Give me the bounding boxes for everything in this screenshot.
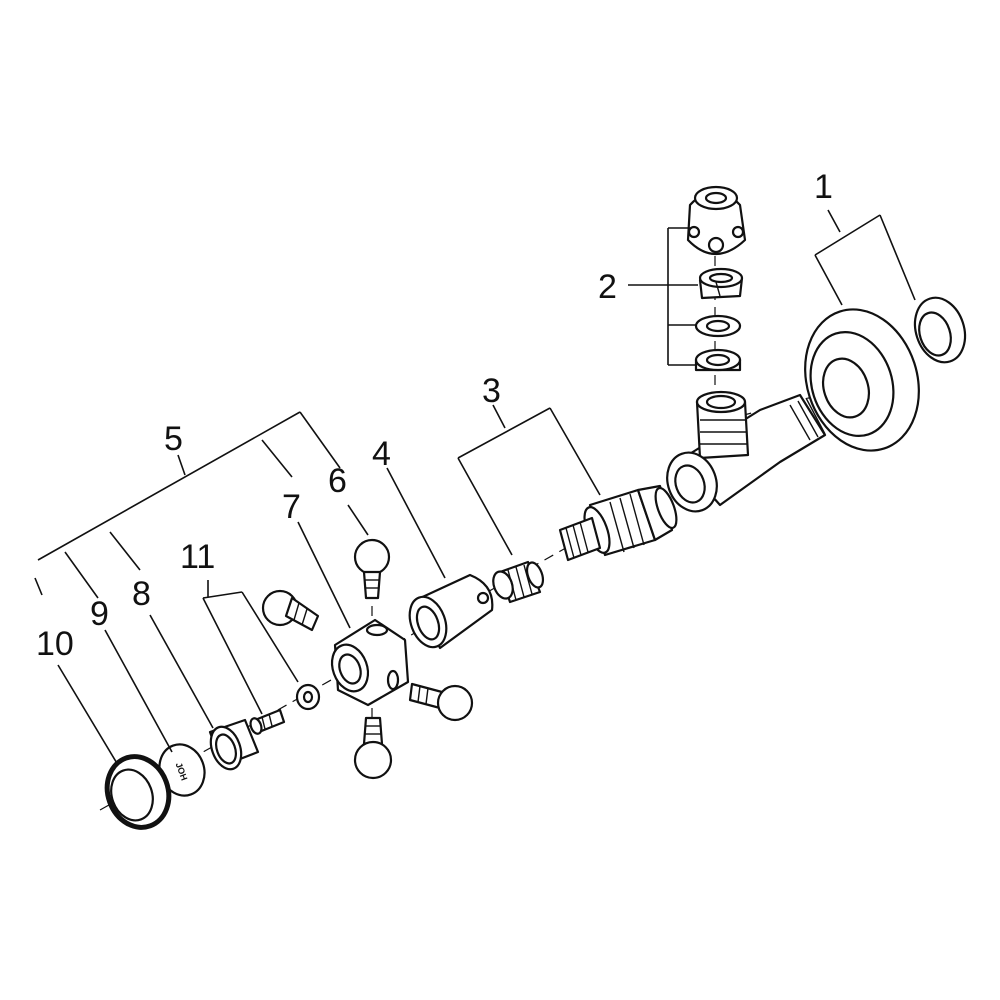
callout-2: 2 <box>598 268 617 306</box>
callout-numbers: 1 2 3 4 5 6 7 8 9 10 11 <box>36 168 833 663</box>
callout-9: 9 <box>90 595 109 633</box>
compression-nut <box>686 185 747 255</box>
callout-5: 5 <box>164 420 183 458</box>
end-ring <box>104 754 172 830</box>
leader-lines <box>34 209 916 766</box>
callout-8: 8 <box>132 575 151 613</box>
screw-washer <box>295 683 321 711</box>
callout-6: 6 <box>328 462 347 500</box>
callout-1: 1 <box>814 168 833 206</box>
callout-3: 3 <box>482 372 501 410</box>
wall-rosette <box>804 308 920 452</box>
knob-arm-left <box>261 589 320 632</box>
callout-7: 7 <box>282 488 301 526</box>
washer-thick <box>694 348 742 372</box>
headpart-cartridge <box>558 484 678 562</box>
knob-arm-bottom <box>353 716 393 780</box>
knob-arm-top <box>353 538 391 600</box>
valve-body <box>666 390 827 513</box>
cross-handle-hub <box>330 618 410 707</box>
splined-insert <box>208 718 260 771</box>
rosette-ring <box>913 296 967 364</box>
callout-10: 10 <box>36 625 74 663</box>
handle-screw <box>249 708 286 735</box>
callout-11: 11 <box>180 538 215 576</box>
handle-shroud <box>408 573 494 650</box>
indicator-cap: JOH <box>158 743 206 797</box>
compression-olive <box>698 267 744 300</box>
spline-adaptor <box>492 560 545 604</box>
callout-4: 4 <box>372 435 391 473</box>
knob-arm-right <box>408 682 474 722</box>
washer-thin <box>694 314 742 338</box>
